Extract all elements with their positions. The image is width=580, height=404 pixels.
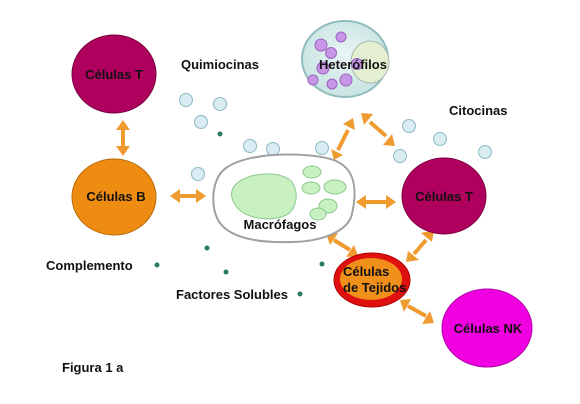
soluble-factors-label: Factores Solubles [176, 287, 288, 302]
chemokines-label: Quimiocinas [181, 57, 259, 72]
macrophage-label: Macrófagos [244, 217, 317, 232]
arrow-tissue-nkcell [400, 299, 434, 324]
t-cell-right-label: Células T [415, 189, 473, 204]
t-cell-top-label: Células T [85, 67, 143, 82]
arrow-tcell-right-tissue [406, 230, 434, 262]
arrow-tcell-top-bcell [116, 120, 130, 156]
b-cell-label: Células B [86, 189, 145, 204]
arrow-macrophage-tissue [326, 233, 358, 257]
heterophil-label: Heterófilos [319, 57, 387, 72]
nk-cell-label: Células NK [454, 321, 523, 336]
arrow-macrophage-tcell-right [356, 195, 396, 209]
heterophil-granules [307, 31, 363, 90]
nk-cell: Células NK [441, 288, 533, 368]
macrophage: Macrófagos [212, 153, 356, 244]
arrow-bcell-macrophage [170, 189, 206, 203]
macrophage-vacuoles [231, 165, 347, 221]
arrow-macrophage-heterophil [331, 118, 355, 160]
soluble-factor-dots [154, 131, 325, 297]
t-cell-right: Células T [401, 157, 487, 235]
complement-label: Complemento [46, 258, 133, 273]
t-cell-top: Células T [71, 34, 157, 114]
tissue-cell-label-line2: de Tejidos [343, 280, 406, 295]
b-cell: Células B [71, 158, 157, 236]
tissue-cell-label-line1: Células [343, 264, 389, 279]
arrow-heterophil-tcell-right [361, 113, 395, 146]
cytokines-label: Citocinas [449, 103, 508, 118]
tissue-cell: Células de Tejidos [333, 252, 411, 308]
heterophil: Heterófilos [301, 20, 390, 98]
figure-caption: Figura 1 a [62, 360, 124, 375]
